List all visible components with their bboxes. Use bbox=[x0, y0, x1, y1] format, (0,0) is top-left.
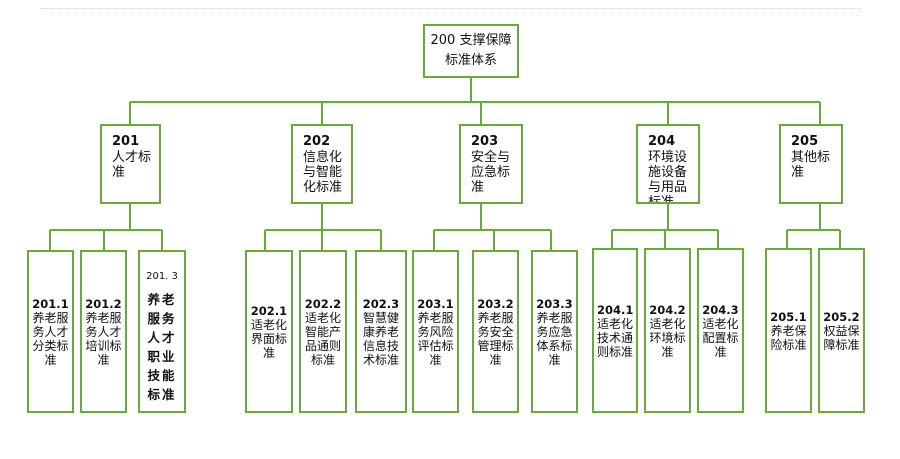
leaf-label: 养老保险标准 bbox=[770, 323, 807, 352]
group-label: 安全与应急标准 bbox=[471, 150, 511, 195]
leaf-label: 养老服务人才分类标准 bbox=[32, 310, 69, 367]
leaf-label: 养老服务安全管理标准 bbox=[477, 310, 514, 367]
leaf-label: 养老服务人才培训标准 bbox=[85, 310, 122, 367]
leaf-node-201-3: 201. 3 养老服务人才职业技能标准 bbox=[138, 250, 186, 413]
leaf-node-205-2: 205.2 权益保障标准 bbox=[818, 248, 865, 413]
group-node-205: 205 其他标准 bbox=[779, 124, 843, 204]
leaf-node-204-3: 204.3 适老化配置标准 bbox=[697, 248, 744, 413]
group-label: 环境设施设备与用品标准 bbox=[648, 150, 688, 204]
top-divider bbox=[40, 8, 860, 9]
leaf-code: 202.1 bbox=[250, 303, 288, 318]
leaf-code: 202.2 bbox=[304, 296, 342, 311]
group-code: 203 bbox=[471, 134, 499, 149]
leaf-label: 权益保障标准 bbox=[823, 323, 860, 352]
group-label: 人才标准 bbox=[112, 150, 152, 180]
root-subtitle: 标准体系 bbox=[444, 53, 497, 68]
leaf-label: 养老服务风险评估标准 bbox=[417, 310, 454, 367]
leaf-label: 养老服务应急体系标准 bbox=[536, 310, 573, 367]
leaf-label: 养老服务人才职业技能标准 bbox=[147, 292, 177, 402]
leaf-label: 适老化配置标准 bbox=[702, 316, 739, 359]
leaf-label: 智慧健康养老信息技术标准 bbox=[362, 310, 399, 367]
leaf-code: 204.2 bbox=[649, 302, 686, 317]
leaf-code: 205.2 bbox=[823, 309, 860, 324]
leaf-node-201-2: 201.2 养老服务人才培训标准 bbox=[80, 250, 127, 413]
group-code: 201 bbox=[112, 134, 140, 149]
leaf-node-202-1: 202.1 适老化界面标准 bbox=[245, 250, 293, 413]
group-label: 信息化与智能化标准 bbox=[303, 150, 343, 195]
group-node-202: 202 信息化与智能化标准 bbox=[291, 124, 353, 204]
leaf-code: 203.2 bbox=[477, 296, 514, 311]
leaf-node-203-3: 203.3 养老服务应急体系标准 bbox=[531, 250, 578, 413]
leaf-label: 适老化界面标准 bbox=[250, 317, 287, 360]
leaf-code: 201. 3 bbox=[146, 271, 178, 282]
root-title: 200 支撑保障 bbox=[430, 33, 512, 48]
leaf-code: 205.1 bbox=[770, 309, 807, 324]
leaf-label: 适老化环境标准 bbox=[649, 316, 686, 359]
root-node: 200 支撑保障 标准体系 bbox=[423, 24, 519, 78]
leaf-label: 适老化智能产品通则标准 bbox=[304, 310, 341, 367]
leaf-node-203-2: 203.2 养老服务安全管理标准 bbox=[472, 250, 519, 413]
leaf-node-202-3: 202.3 智慧健康养老信息技术标准 bbox=[355, 250, 407, 413]
group-node-203: 203 安全与应急标准 bbox=[459, 124, 523, 204]
leaf-code: 201.2 bbox=[85, 296, 122, 311]
group-node-201: 201 人才标准 bbox=[100, 124, 161, 204]
group-node-204: 204 环境设施设备与用品标准 bbox=[636, 124, 700, 204]
leaf-node-205-1: 205.1 养老保险标准 bbox=[765, 248, 812, 413]
leaf-code: 204.3 bbox=[702, 302, 739, 317]
group-code: 204 bbox=[648, 134, 676, 149]
group-label: 其他标准 bbox=[791, 150, 831, 180]
leaf-node-202-2: 202.2 适老化智能产品通则标准 bbox=[299, 250, 347, 413]
leaf-code: 201.1 bbox=[32, 296, 69, 311]
group-code: 202 bbox=[303, 134, 331, 149]
leaf-code: 203.1 bbox=[417, 296, 454, 311]
leaf-code: 203.3 bbox=[536, 296, 573, 311]
leaf-node-203-1: 203.1 养老服务风险评估标准 bbox=[412, 250, 459, 413]
leaf-code: 204.1 bbox=[597, 302, 634, 317]
group-code: 205 bbox=[791, 134, 819, 149]
leaf-code: 202.3 bbox=[362, 296, 400, 311]
leaf-node-201-1: 201.1 养老服务人才分类标准 bbox=[27, 250, 74, 413]
leaf-node-204-1: 204.1 适老化技术通则标准 bbox=[592, 248, 638, 413]
leaf-node-204-2: 204.2 适老化环境标准 bbox=[644, 248, 691, 413]
leaf-label: 适老化技术通则标准 bbox=[597, 316, 634, 359]
